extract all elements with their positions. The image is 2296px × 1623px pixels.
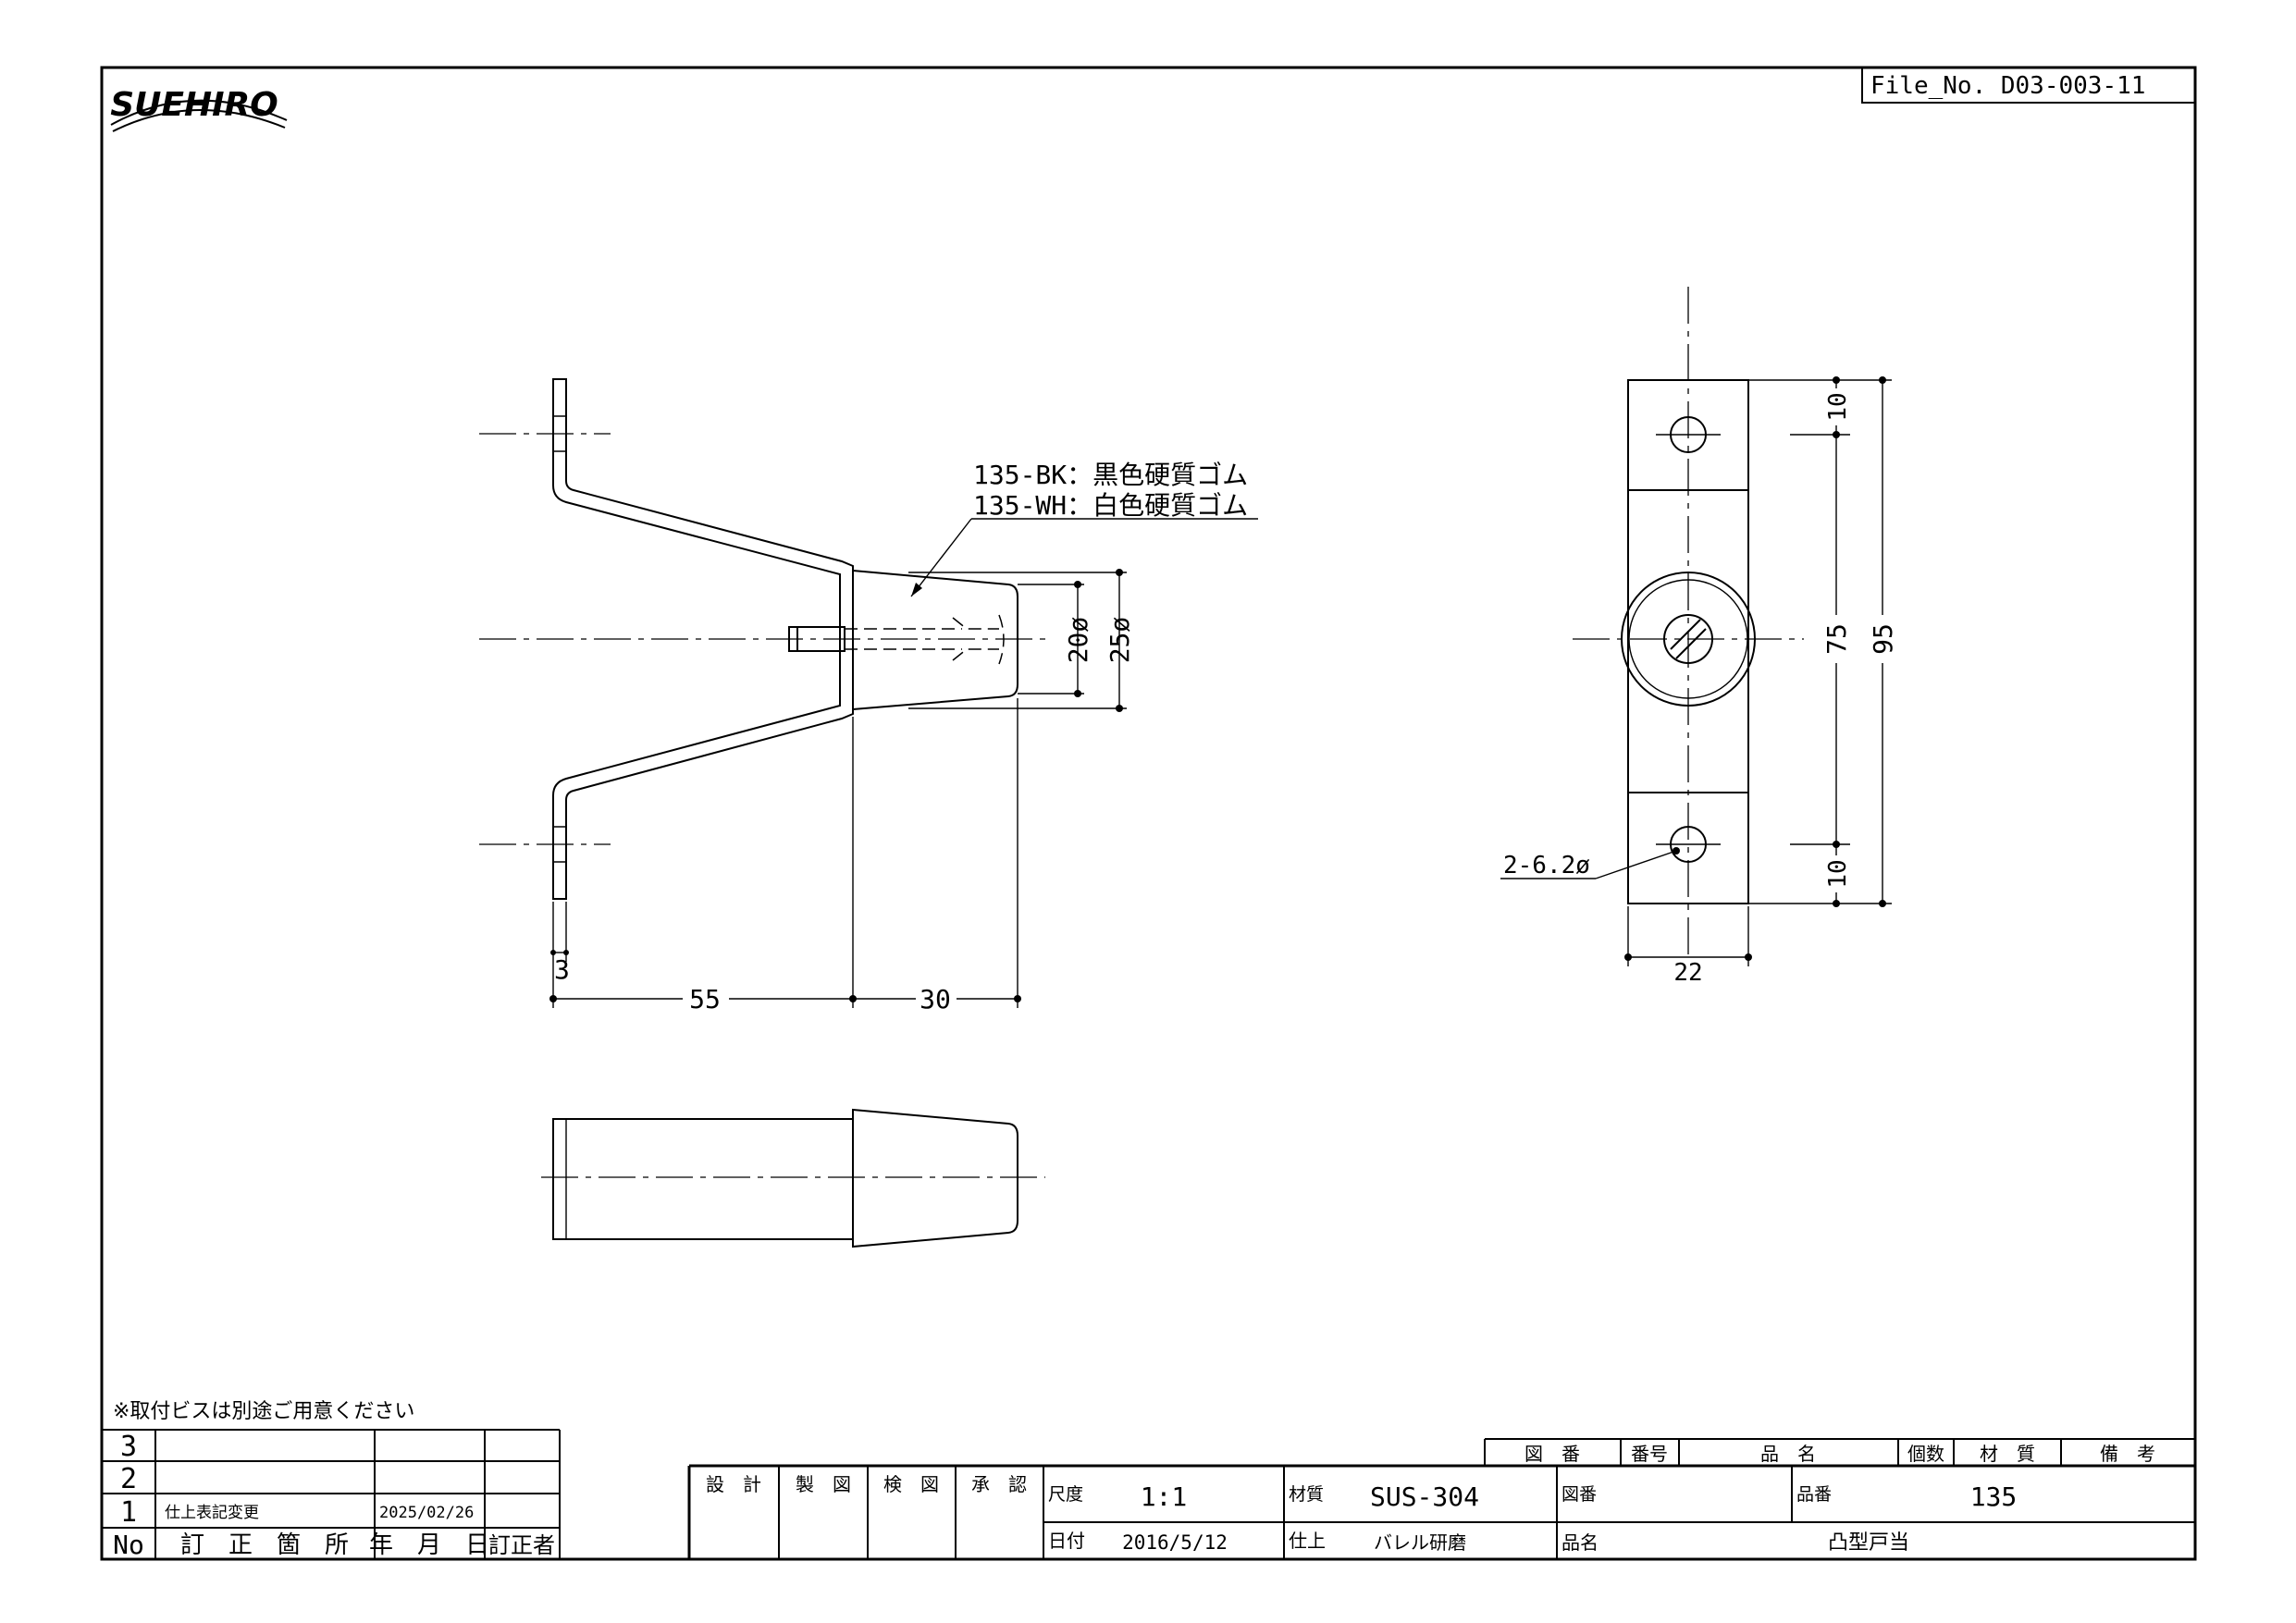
approval-drafting: 製 図 [796, 1473, 851, 1495]
bottom-view [541, 1108, 1045, 1248]
dim-20: 20ø [1063, 617, 1093, 664]
suehiro-logo: SUEHIRO [110, 86, 288, 132]
parts-hdr-remarks: 備 考 [2100, 1443, 2155, 1465]
dim-25: 25ø [1105, 617, 1135, 664]
title-block: 図 番 番号 品 名 個数 材 質 備 考 設 計 製 図 検 図 承 認 尺度… [687, 1438, 2195, 1559]
approval-approve: 承 認 [971, 1473, 1027, 1495]
front-view: 10 75 95 10 2-6.2ø 22 [1500, 287, 1898, 987]
dim-10-bottom: 10 [1824, 859, 1852, 888]
dim-10-top: 10 [1824, 392, 1852, 421]
scale-label: 尺度 [1048, 1484, 1083, 1505]
finish-label: 仕上 [1289, 1530, 1326, 1552]
dim-3: 3 [554, 954, 570, 985]
date-value: 2016/5/12 [1122, 1531, 1228, 1554]
parts-hdr-drawing-no: 図 番 [1524, 1443, 1580, 1465]
part-name-label: 品名 [1562, 1531, 1599, 1554]
date-label: 日付 [1048, 1530, 1085, 1552]
revision-table: 3 2 1 仕上表記変更 2025/02/26 No 訂 正 箇 所 年 月 日… [102, 1429, 561, 1560]
approval-design: 設 計 [706, 1473, 761, 1495]
material-label: 材質 [1289, 1484, 1324, 1505]
rev-header-desc: 訂 正 箇 所 [180, 1531, 349, 1559]
dim-hole: 2-6.2ø [1503, 852, 1590, 879]
finish-value: バレル研磨 [1374, 1531, 1466, 1554]
file-no: File_No. D03-003-11 [1870, 72, 2145, 100]
rev-desc-1: 仕上表記変更 [165, 1504, 259, 1522]
dim-55: 55 [689, 984, 721, 1014]
rev-no-3: 3 [120, 1431, 137, 1463]
part-no-label: 品番 [1796, 1484, 1832, 1505]
label-wh: 135-WH：白色硬質ゴム [973, 490, 1248, 521]
dim-30: 30 [920, 984, 951, 1014]
part-no-value: 135 [1970, 1482, 2018, 1512]
material-value: SUS-304 [1370, 1482, 1479, 1512]
sheet-border [100, 66, 2197, 1561]
scale-value: 1:1 [1141, 1482, 1188, 1512]
logo-text: SUEHIRO [110, 86, 278, 124]
label-bk: 135-BK：黒色硬質ゴム [973, 460, 1248, 490]
parts-hdr-name: 品 名 [1760, 1443, 1816, 1465]
parts-hdr-number: 番号 [1631, 1443, 1668, 1465]
approval-check: 検 図 [883, 1473, 939, 1495]
rev-header-by: 訂正者 [488, 1532, 555, 1558]
rev-header-no: No [113, 1530, 144, 1560]
rev-header-date: 年 月 日 [369, 1531, 489, 1559]
dim-95: 95 [1868, 623, 1898, 655]
parts-hdr-qty: 個数 [1907, 1443, 1944, 1465]
rev-date-1: 2025/02/26 [379, 1504, 474, 1522]
rev-no-1: 1 [120, 1496, 137, 1529]
dim-75: 75 [1821, 623, 1852, 655]
note: ※取付ビスは別途ご用意ください [113, 1400, 414, 1423]
side-view: 135-BK：黒色硬質ゴム 135-WH：白色硬質ゴム 20ø 25ø 3 55… [479, 378, 1258, 1014]
file-no-box [1861, 67, 2196, 104]
drawing-no-label: 図番 [1562, 1484, 1597, 1505]
dim-22: 22 [1673, 959, 1702, 987]
rev-no-2: 2 [120, 1463, 137, 1495]
part-name-value: 凸型戸当 [1828, 1531, 1909, 1555]
parts-hdr-material: 材 質 [1980, 1443, 2035, 1465]
